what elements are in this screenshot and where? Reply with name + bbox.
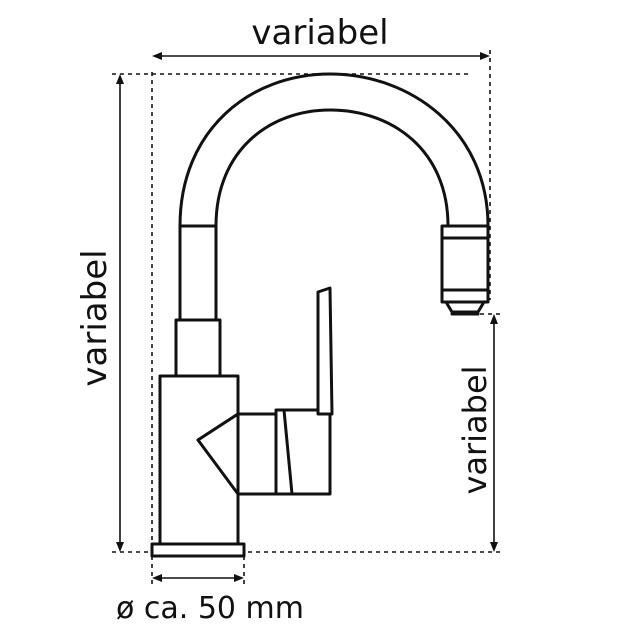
spout-connector <box>174 318 222 378</box>
base-plate <box>150 542 246 558</box>
outlet-height-arrowhead-top <box>490 314 498 324</box>
spout-reach-dimension: variabel <box>152 13 490 60</box>
faucet-drawing <box>150 72 490 558</box>
spout-reach-arrowhead-right <box>480 52 490 60</box>
base-diameter-label: ø ca. 50 mm <box>116 591 304 626</box>
spout-tube-segment <box>178 224 218 324</box>
spout-outer-curve <box>178 72 490 228</box>
total-height-arrowhead-bottom <box>116 542 124 552</box>
spray-head <box>440 224 490 304</box>
base-diameter-arrowhead-left <box>152 574 162 582</box>
total-height-dimension: variabel <box>75 74 124 552</box>
base-diameter-dimension: ø ca. 50 mm <box>116 574 304 626</box>
spout-inner-curve <box>214 108 450 228</box>
base-diameter-arrowhead-right <box>234 574 244 582</box>
spout-reach-arrowhead-left <box>152 52 162 60</box>
total-height-label: variabel <box>75 249 115 386</box>
handle-hub-edge <box>282 408 294 496</box>
outlet-height-dimension: variabel <box>456 314 498 552</box>
outlet-height-arrowhead-bottom <box>490 542 498 552</box>
outlet-height-label: variabel <box>456 365 494 494</box>
aerator-nozzle <box>444 300 486 314</box>
total-height-arrowhead-top <box>116 74 124 84</box>
spout-reach-label: variabel <box>251 13 388 53</box>
handle-lever <box>316 286 334 416</box>
